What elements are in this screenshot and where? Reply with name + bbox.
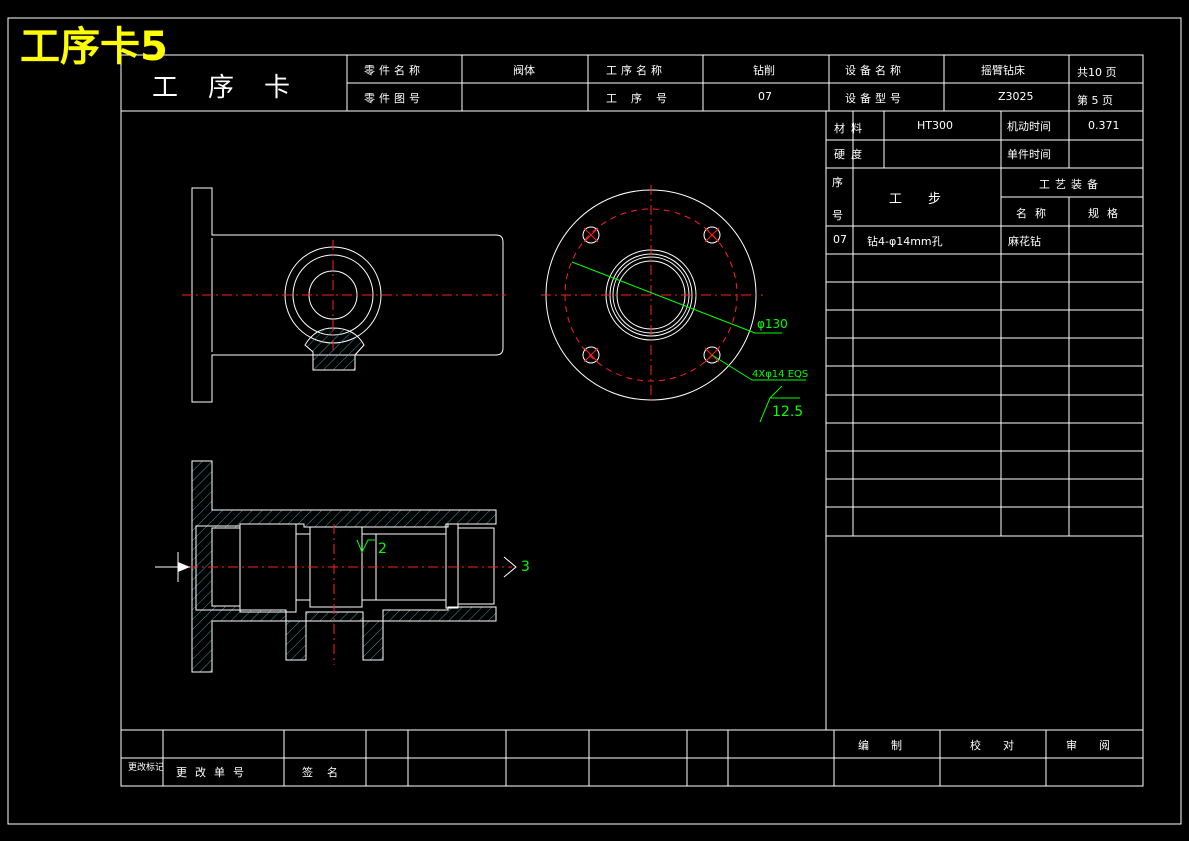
sign-label: 签名 xyxy=(302,765,352,779)
table-row: 07 钻4-φ14mm孔 麻花钻 xyxy=(833,233,1041,248)
dim-holes: 4Xφ14 EQS xyxy=(752,369,808,380)
checked-label: 校对 xyxy=(970,738,1036,752)
op-name-label: 工序名称 xyxy=(606,63,666,77)
material-value: HT300 xyxy=(917,119,953,132)
dim-phi130: φ130 xyxy=(757,317,788,331)
hardness-label: 硬度 xyxy=(834,147,868,161)
steps-table xyxy=(825,111,1143,730)
header-table xyxy=(121,55,1143,112)
flange-view xyxy=(541,185,806,423)
step-label: 工步 xyxy=(889,192,967,207)
machine-time-label: 机动时间 xyxy=(1007,119,1051,133)
change-mark-label: 更改标记 xyxy=(128,761,164,773)
surface-mark-2: 2 xyxy=(378,541,387,557)
material-label: 材料 xyxy=(834,121,868,135)
machine-time-value: 0.371 xyxy=(1088,119,1120,132)
seq-label-top: 序 xyxy=(832,175,843,189)
part-name-label: 零件名称 xyxy=(364,63,424,77)
inner-frame xyxy=(120,54,1144,787)
seq-label-bottom: 号 xyxy=(832,209,843,222)
part-no-label: 零件图号 xyxy=(364,92,424,105)
front-view xyxy=(182,187,506,403)
page-number: 第 5 页 xyxy=(1077,93,1113,107)
equipment-label: 工艺装备 xyxy=(1039,177,1103,191)
tool-spec-label: 规格 xyxy=(1088,206,1126,220)
op-no: 07 xyxy=(758,90,772,103)
tool-name-label: 名称 xyxy=(1016,206,1054,220)
equip-model: Z3025 xyxy=(998,90,1034,103)
row-tool-name: 麻花钻 xyxy=(1008,234,1041,248)
part-name: 阀体 xyxy=(513,63,535,77)
op-name: 钻削 xyxy=(753,63,775,77)
compiled-label: 编制 xyxy=(858,738,924,752)
reviewed-label: 审阅 xyxy=(1066,738,1132,752)
change-no-label: 更改单号 xyxy=(176,765,252,779)
outer-frame xyxy=(7,17,1182,825)
equip-name: 摇臂钻床 xyxy=(981,63,1025,77)
card-title: 工序卡 xyxy=(152,73,320,103)
equip-name-label: 设备名称 xyxy=(845,63,905,77)
footer-table xyxy=(121,729,1143,786)
section-view xyxy=(155,460,517,673)
sheet-title: 工序卡5 xyxy=(20,24,168,70)
op-no-label: 工序号 xyxy=(606,91,681,105)
equip-model-label: 设备型号 xyxy=(845,91,905,105)
unit-time-label: 单件时间 xyxy=(1007,148,1051,161)
total-pages: 共10 页 xyxy=(1077,66,1117,79)
row-step: 钻4-φ14mm孔 xyxy=(867,234,943,248)
surface-mark-3: 3 xyxy=(521,559,530,575)
row-seq: 07 xyxy=(833,233,847,246)
roughness-mark: 12.5 xyxy=(772,404,803,420)
